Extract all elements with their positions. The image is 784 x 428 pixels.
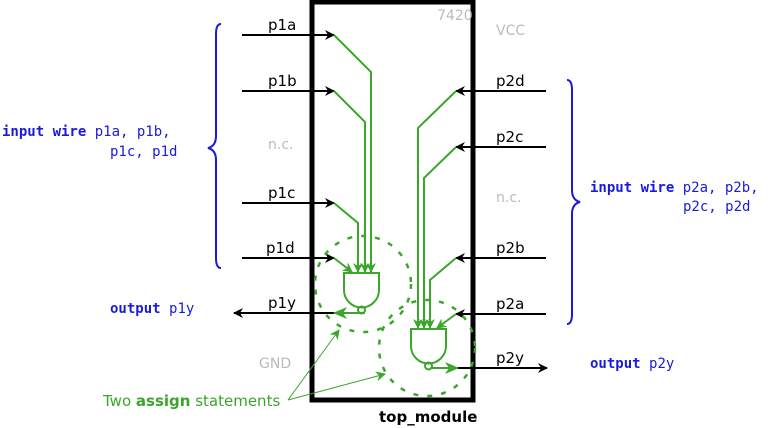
pin-p1c-label: p1c [268, 184, 295, 202]
module-name: top_module [379, 408, 477, 426]
nand-gate-1 [333, 272, 380, 319]
pin-p1a-label: p1a [268, 16, 296, 34]
pin-gnd-label: GND [259, 356, 291, 372]
left-input-declaration-cont: p1c, p1d [110, 144, 177, 160]
nand-gate-2 [410, 328, 459, 374]
right-output-declaration: output p2y [590, 356, 674, 372]
pin-p1y-label: p1y [268, 294, 296, 312]
right-brace [566, 79, 581, 325]
annotation-arrow-1 [287, 329, 340, 401]
assign-1-highlight [313, 234, 413, 334]
pin-p2b-label: p2b [496, 239, 525, 257]
chip-part-number: 7420 [437, 8, 473, 24]
right-pins: VCC p2d p2c n.c. p2b p2a p2y [455, 23, 548, 373]
right-input-declaration-cont: p2c, p2d [683, 199, 750, 215]
pin-nc-left-label: n.c. [268, 137, 293, 153]
left-output-declaration: output p1y [110, 301, 194, 317]
assign-annotation: Two assign statements [102, 392, 280, 410]
pin-p1d-label: p1d [266, 239, 295, 257]
pin-p2a-label: p2a [496, 295, 524, 313]
pin-p2y-label: p2y [496, 349, 524, 367]
gate1-wires [333, 34, 376, 273]
gate2-wires [413, 90, 457, 329]
pin-nc-right-label: n.c. [496, 190, 521, 206]
pin-vcc-label: VCC [496, 23, 525, 39]
annotation-arrow-2 [287, 371, 386, 401]
left-pins: p1a p1b n.c. p1c p1d p1y GND [233, 16, 335, 372]
pin-p1b-label: p1b [268, 72, 297, 90]
chip-body [309, 0, 476, 403]
left-brace [207, 23, 222, 269]
left-input-declaration: input wire p1a, p1b, [2, 124, 171, 140]
right-input-declaration: input wire p2a, p2b, [590, 180, 759, 196]
pin-p2d-label: p2d [496, 72, 525, 90]
pin-p2c-label: p2c [496, 128, 523, 146]
assign-2-highlight [377, 298, 477, 398]
